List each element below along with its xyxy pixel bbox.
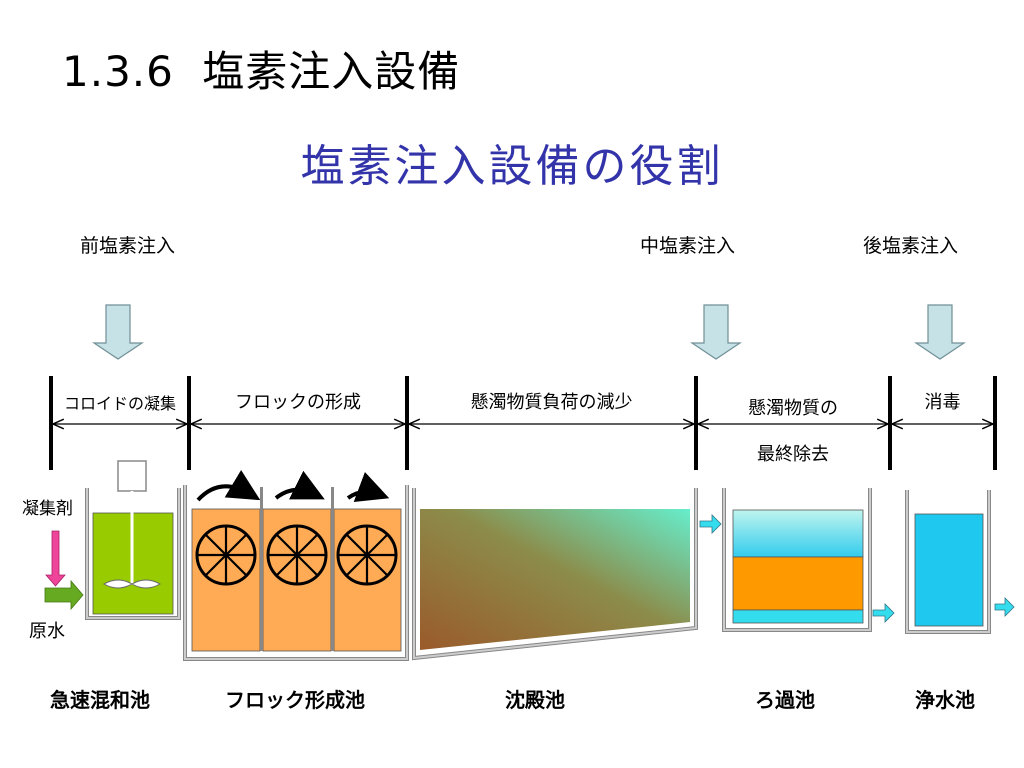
stage-floc-formation: フロックの形成: [235, 392, 361, 413]
tank-label-flocculation: フロック形成池: [225, 688, 365, 712]
tank-label-rapid-mix: 急速混和池: [50, 688, 150, 712]
stage-final-removal-line1: 懸濁物質の: [748, 398, 838, 419]
flow-arrow-to-filter: [699, 514, 722, 534]
stage-load-reduction: 懸濁物質負荷の減少: [470, 392, 633, 413]
coagulant-arrow: [45, 530, 66, 587]
mid-chlorination-label: 中塩素注入: [640, 235, 736, 257]
tank-label-clear-water: 浄水池: [915, 688, 975, 712]
post-chlorination-label: 後塩素注入: [863, 235, 959, 257]
flow-curve-arrows: [196, 469, 390, 502]
stage-coagulation: コロイドの凝集: [63, 394, 176, 413]
flow-arrow-filter-out: [872, 603, 895, 623]
section-heading: 1.3.6 塩素注入設備: [62, 38, 460, 99]
rapid-mix-tank: [85, 460, 181, 620]
sedimentation-tank: [412, 488, 698, 661]
flow-arrow-clear-out: [994, 597, 1015, 617]
paddle-wheels: [195, 524, 398, 586]
stage-disinfection: 消毒: [924, 392, 961, 413]
tank-label-filtration: ろ過池: [755, 688, 815, 712]
stage-dividers: [49, 376, 997, 470]
pre-chlorination-arrow: [92, 304, 144, 360]
pre-chlorination-label: 前塩素注入: [80, 235, 176, 257]
mixer-impeller: [102, 579, 162, 589]
stage-final-removal-line2: 最終除去: [757, 444, 829, 465]
raw-water-arrow: [44, 579, 84, 611]
raw-water-label: 原水: [29, 621, 65, 642]
section-title: 塩素注入設備: [202, 47, 461, 96]
post-chlorination-arrow: [914, 304, 966, 360]
filtration-tank: [722, 488, 872, 632]
coagulant-label: 凝集剤: [22, 499, 73, 519]
flocculation-tank: [183, 469, 409, 661]
diagram-subtitle: 塩素注入設備の役割: [300, 141, 724, 192]
mid-chlorination-arrow: [690, 304, 742, 360]
tank-label-sedimentation: 沈殿池: [505, 688, 565, 712]
section-number: 1.3.6: [62, 47, 174, 96]
clear-water-tank: [905, 490, 991, 634]
